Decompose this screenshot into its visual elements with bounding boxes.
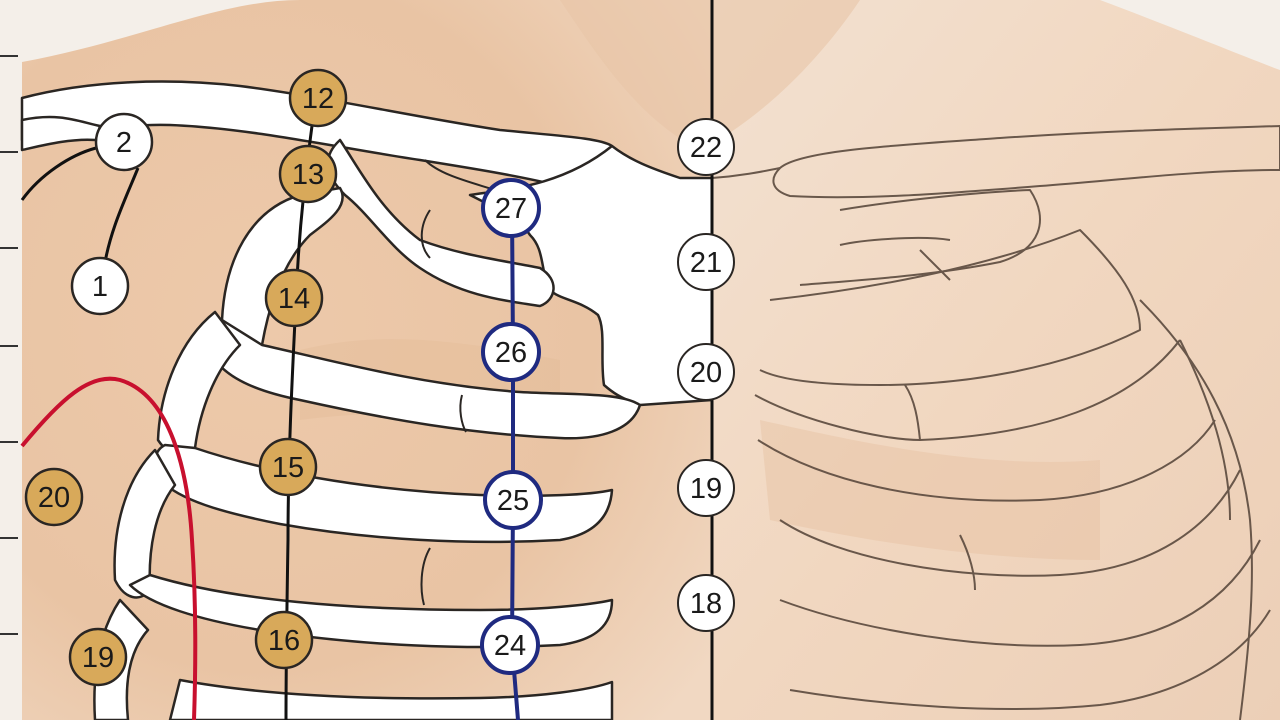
acupoint-circle xyxy=(481,178,541,238)
acupoint-circle xyxy=(677,459,735,517)
acupoint-marker-g-14: 14 xyxy=(264,268,324,328)
acupoint-marker-g-12: 12 xyxy=(288,68,348,128)
acupoint-label: 13 xyxy=(292,159,324,191)
acupoint-label: 22 xyxy=(690,132,722,164)
right-inner-arc xyxy=(1179,339,1231,521)
right-rib-4 xyxy=(757,419,1216,502)
acupoint-marker-g-13: 13 xyxy=(278,144,338,204)
acupoint-circle xyxy=(254,610,314,670)
acupoint-label: 2 xyxy=(116,127,132,159)
right-rib-1 xyxy=(799,189,1041,286)
acupoint-label: 27 xyxy=(495,193,527,225)
right-bones xyxy=(711,125,1280,720)
acupoint-label: 19 xyxy=(690,473,722,505)
acupoint-marker-g-20: 20 xyxy=(24,467,84,527)
acupoint-label: 26 xyxy=(495,337,527,369)
acupoint-circle xyxy=(278,144,338,204)
acupoint-label: 15 xyxy=(272,452,304,484)
acupoint-circle xyxy=(68,627,128,687)
right-rib-5 xyxy=(779,469,1241,577)
acupoint-circle xyxy=(481,322,541,382)
right-sternum-edge xyxy=(711,167,781,179)
acupoint-circle xyxy=(258,437,318,497)
acupoint-circle xyxy=(677,118,735,176)
left-meridian-arc xyxy=(20,146,97,201)
acupoint-circle xyxy=(480,615,540,675)
acupoint-marker-lw-2: 2 xyxy=(94,112,154,172)
rib-4-arc xyxy=(113,448,177,599)
acupoint-label: 19 xyxy=(82,642,114,674)
acupoint-marker-b-25: 25 xyxy=(483,470,543,530)
right-lower-edge xyxy=(839,236,951,246)
acupoint-circle xyxy=(264,268,324,328)
acupoint-circle xyxy=(677,233,735,291)
right-rib-2b xyxy=(919,249,951,281)
acupoint-circle xyxy=(677,343,735,401)
acupoint-marker-lw-1: 1 xyxy=(70,256,130,316)
left-bones xyxy=(20,80,714,720)
acupoint-marker-b-24: 24 xyxy=(480,615,540,675)
right-rib-6 xyxy=(779,539,1261,647)
neck-shadow xyxy=(560,0,860,150)
acupoint-circle xyxy=(24,467,84,527)
red-meridian-line xyxy=(20,376,198,720)
acupoint-marker-g-19: 19 xyxy=(68,627,128,687)
acupoint-circle xyxy=(483,470,543,530)
acupoint-circle xyxy=(677,574,735,632)
rib-1 xyxy=(326,138,555,308)
acupoint-label: 16 xyxy=(268,625,300,657)
right-clavicle xyxy=(772,125,1280,199)
rib-6 xyxy=(168,678,614,720)
acupoint-label: 20 xyxy=(38,482,70,514)
acupoint-circle xyxy=(94,112,154,172)
rib-3 xyxy=(206,316,642,440)
acupoint-label: 25 xyxy=(497,485,529,517)
acupoint-label: 14 xyxy=(278,283,310,315)
right-rib-3b xyxy=(904,384,921,441)
acupoint-marker-b-26: 26 xyxy=(481,322,541,382)
acupoint-circle xyxy=(288,68,348,128)
acupoint-marker-m-19: 19 xyxy=(677,459,735,517)
left-cartilage-lines xyxy=(420,159,496,606)
acupoint-marker-g-15: 15 xyxy=(258,437,318,497)
body-skin-right xyxy=(712,0,1280,720)
acupoint-marker-m-20: 20 xyxy=(677,343,735,401)
chest-shadow-right xyxy=(760,420,1100,560)
right-rib-5b xyxy=(959,534,976,591)
acupoint-label: 12 xyxy=(302,83,334,115)
acupoint-marker-m-22: 22 xyxy=(677,118,735,176)
left-meridian-drop xyxy=(102,167,140,269)
acupoint-marker-m-21: 21 xyxy=(677,233,735,291)
right-rib-7 xyxy=(789,609,1271,711)
acupoint-marker-g-16: 16 xyxy=(254,610,314,670)
left-ruler xyxy=(0,55,18,635)
acupoint-marker-b-27: 27 xyxy=(481,178,541,238)
acupoint-label: 21 xyxy=(690,247,722,279)
right-rib-3 xyxy=(754,339,1181,441)
acupoint-label: 20 xyxy=(690,357,722,389)
acupoint-circle xyxy=(70,256,130,316)
acupoint-label: 24 xyxy=(494,630,526,662)
acupoint-marker-m-18: 18 xyxy=(677,574,735,632)
acupoint-label: 18 xyxy=(690,588,722,620)
acupoint-label: 1 xyxy=(92,271,108,303)
